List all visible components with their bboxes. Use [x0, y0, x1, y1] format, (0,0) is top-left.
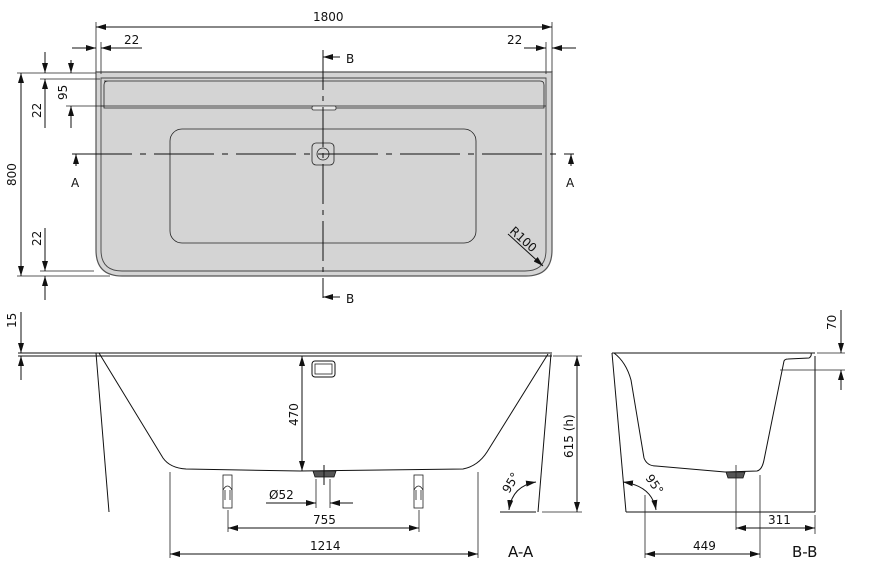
height-dimension: 615 (h) — [562, 414, 576, 458]
section-bb-label: B-B — [792, 543, 817, 561]
base-length-dimension: 1214 — [310, 539, 341, 553]
rim-thickness-dimension: 15 — [5, 313, 19, 328]
overflow-slot — [311, 105, 337, 111]
depth-dimension: 800 — [5, 163, 19, 186]
section-bb-view: 70 95° 311 449 B-B — [611, 310, 845, 561]
plan-view: A A B B 1800 22 22 800 22 — [5, 10, 576, 306]
rim-top-dimension: 22 — [30, 103, 44, 118]
section-a-right-label: A — [566, 176, 575, 190]
foot-left — [222, 474, 233, 509]
outer-wall-bb-left — [611, 352, 627, 513]
tub-outline — [95, 71, 553, 277]
angle-aa-dimension: 95° — [499, 470, 522, 495]
rim-left-dimension: 22 — [124, 33, 139, 47]
drain-offset-dimension: 311 — [768, 513, 791, 527]
base-width-dimension: 449 — [693, 539, 716, 553]
section-aa-label: A-A — [508, 543, 534, 561]
outer-wall-left — [95, 352, 110, 513]
section-aa-view: 15 470 615 (h) 95° Ø52 755 1214 A-A — [5, 312, 582, 561]
drain-bb — [725, 471, 746, 479]
rim-bb-dimension: 70 — [825, 315, 839, 330]
outer-wall-right — [537, 353, 552, 513]
basin-profile-bb — [613, 352, 812, 473]
tub-inner-rim — [100, 77, 547, 272]
width-dimension: 1800 — [313, 10, 344, 24]
section-b-top-label: B — [346, 52, 354, 66]
angle-bb-dimension: 95° — [643, 472, 667, 497]
drain-diameter-dimension: Ø52 — [269, 488, 294, 502]
section-a-left-label: A — [71, 176, 80, 190]
shelf-dimension: 95 — [56, 85, 70, 100]
foot-right — [413, 474, 424, 509]
basin-profile-aa — [98, 352, 549, 472]
rim-bottom-dimension: 22 — [30, 231, 44, 246]
back-shelf — [103, 80, 545, 109]
inner-depth-dimension: 470 — [287, 403, 301, 426]
overflow-aa — [311, 360, 336, 378]
feet-spacing-dimension: 755 — [313, 513, 336, 527]
rim-right-dimension: 22 — [507, 33, 522, 47]
section-b-bottom-label: B — [346, 292, 354, 306]
